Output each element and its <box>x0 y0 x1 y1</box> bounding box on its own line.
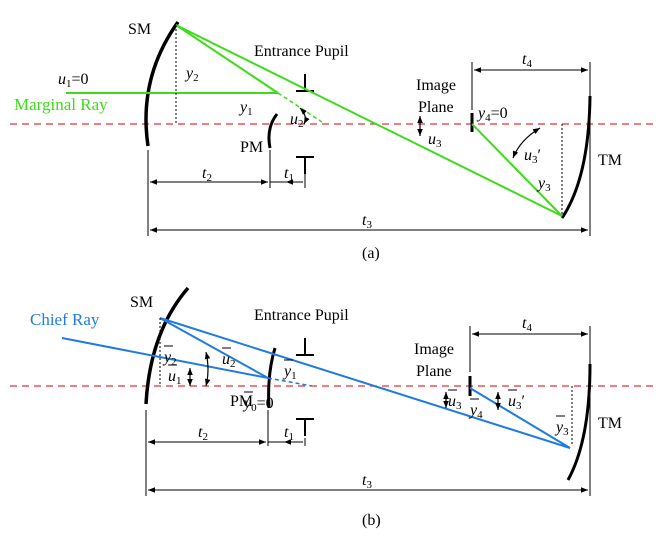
sym-t1-a: t1 <box>284 165 294 184</box>
chief-ray-b <box>61 317 571 449</box>
sym-y2-a: y2 <box>184 65 199 84</box>
sym-y3-a: y3 <box>536 175 551 194</box>
sym-y0-b: y0=0 <box>242 395 274 414</box>
pm-label-a: PM <box>240 139 263 156</box>
secondary-mirror-b <box>144 286 190 405</box>
sym-t2-b: t2 <box>198 424 208 443</box>
primary-mirror-b <box>267 347 277 409</box>
image-plane-label-a: Image <box>416 77 456 94</box>
sym-y1-a: y1 <box>238 99 253 118</box>
sym-y2-b: y2 <box>162 349 177 368</box>
dimension-lines-b <box>145 326 591 496</box>
marginal-ray-a <box>66 24 563 217</box>
sym-t3-b: t3 <box>362 472 372 491</box>
diagram-a: SM PM TM Entrance Pupil Image Plane Marg… <box>10 20 654 262</box>
sym-u3p-a: u3′ <box>524 147 541 166</box>
entrance-pupil-label-a: Entrance Pupil <box>254 43 349 60</box>
sym-y4-a: y4=0 <box>476 105 508 124</box>
caption-b: (b) <box>362 512 381 529</box>
diagram-b: SM PM TM Entrance Pupil Image Plane Chie… <box>10 286 654 529</box>
image-plane-label-b: Image <box>414 341 454 358</box>
tertiary-mirror-b <box>566 363 592 481</box>
sym-y1-b: y1 <box>282 363 297 382</box>
secondary-mirror-a <box>144 20 180 147</box>
sm-label-a: SM <box>128 21 151 38</box>
angle-arcs-b <box>187 351 501 410</box>
sym-t4-b: t4 <box>522 315 532 334</box>
chief-ray-label: Chief Ray <box>30 310 100 329</box>
sym-t3-a: t3 <box>362 212 372 231</box>
image-plane-label-a-2: Plane <box>418 99 454 116</box>
sym-u2-b: u2 <box>222 351 236 370</box>
tm-label-b: TM <box>598 415 622 432</box>
pm-label-b: PM <box>230 393 253 410</box>
sym-u3-a: u3 <box>428 131 442 150</box>
sym-u2-a: u2 <box>290 111 304 130</box>
tm-label-a: TM <box>598 152 622 169</box>
marginal-ray-label: Marginal Ray <box>14 95 108 114</box>
sym-u3p-b: u3′ <box>508 393 525 412</box>
entrance-pupil-label-b: Entrance Pupil <box>254 307 349 324</box>
image-plane-label-b-2: Plane <box>416 363 452 380</box>
sym-u1-b: u1 <box>168 368 182 387</box>
sym-u3-b: u3 <box>448 393 462 412</box>
sym-y3-b: y3 <box>554 419 569 438</box>
entrance-pupil-stop-b <box>296 338 314 436</box>
sym-y4-b: y4 <box>468 402 483 421</box>
primary-mirror-a <box>267 113 279 149</box>
sm-label-b: SM <box>130 294 153 311</box>
dimension-lines-a <box>147 62 591 236</box>
angle-arcs-a <box>299 107 541 159</box>
sym-t2-a: t2 <box>202 165 212 184</box>
sym-u1-a: u1=0 <box>58 71 89 90</box>
sym-t1-b: t1 <box>284 424 294 443</box>
tertiary-mirror-a <box>560 95 592 219</box>
caption-a: (a) <box>362 245 380 262</box>
overbars-b <box>164 345 565 417</box>
sym-t4-a: t4 <box>522 51 532 70</box>
